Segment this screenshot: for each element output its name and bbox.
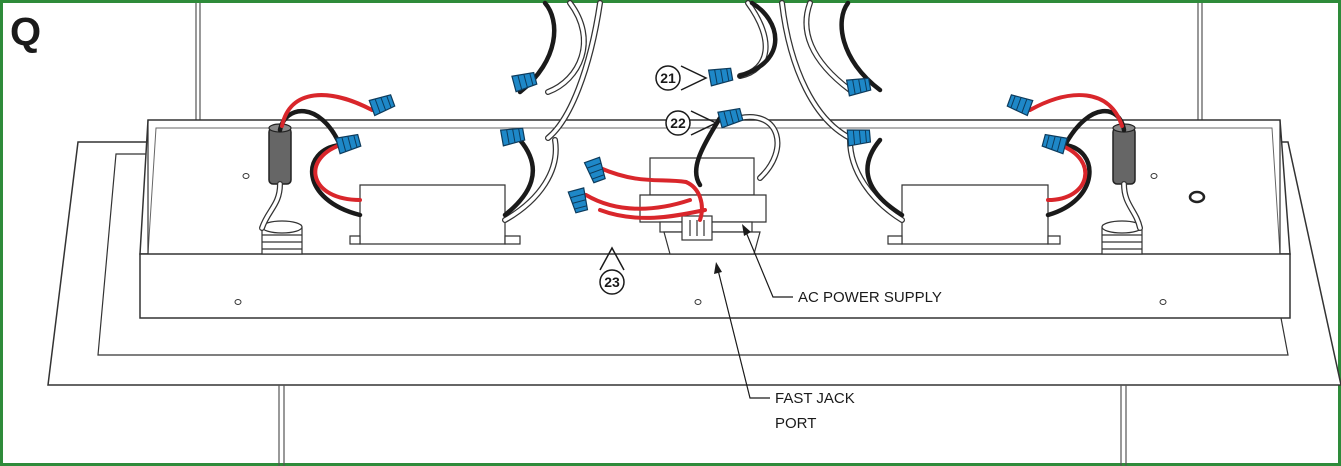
callout-21: 21 bbox=[655, 65, 708, 91]
left-driver-box bbox=[349, 184, 521, 245]
arrow-icon bbox=[690, 110, 718, 136]
white-wires bbox=[259, 0, 1143, 231]
screw-icon bbox=[234, 173, 1167, 305]
ferrite-choke-icon bbox=[1112, 123, 1136, 185]
svg-text:PORT: PORT bbox=[775, 415, 816, 432]
arrow-icon bbox=[599, 246, 625, 271]
callout-22: 22 bbox=[665, 110, 718, 136]
arrow-icon bbox=[742, 224, 751, 236]
fast-jack-port-callout: FAST JACK PORT bbox=[714, 262, 855, 432]
arrow-icon bbox=[714, 262, 722, 274]
arrow-icon bbox=[680, 65, 708, 91]
right-driver-box bbox=[887, 184, 1061, 245]
right-fitting bbox=[1101, 220, 1143, 255]
step-letter: Q bbox=[10, 10, 42, 54]
ac-power-supply-callout: AC POWER SUPPLY bbox=[742, 224, 942, 306]
red-wires bbox=[280, 93, 1124, 222]
fast-jack-port bbox=[663, 215, 761, 255]
svg-text:23: 23 bbox=[604, 274, 620, 290]
svg-text:21: 21 bbox=[660, 70, 676, 86]
callout-23: 23 bbox=[599, 246, 625, 295]
ferrite-choke-icon bbox=[268, 123, 292, 185]
left-fitting bbox=[261, 220, 303, 255]
svg-text:22: 22 bbox=[670, 115, 686, 131]
svg-text:FAST JACK: FAST JACK bbox=[775, 390, 855, 407]
mount-nut-icon bbox=[1188, 190, 1206, 204]
svg-text:AC POWER SUPPLY: AC POWER SUPPLY bbox=[798, 289, 942, 306]
